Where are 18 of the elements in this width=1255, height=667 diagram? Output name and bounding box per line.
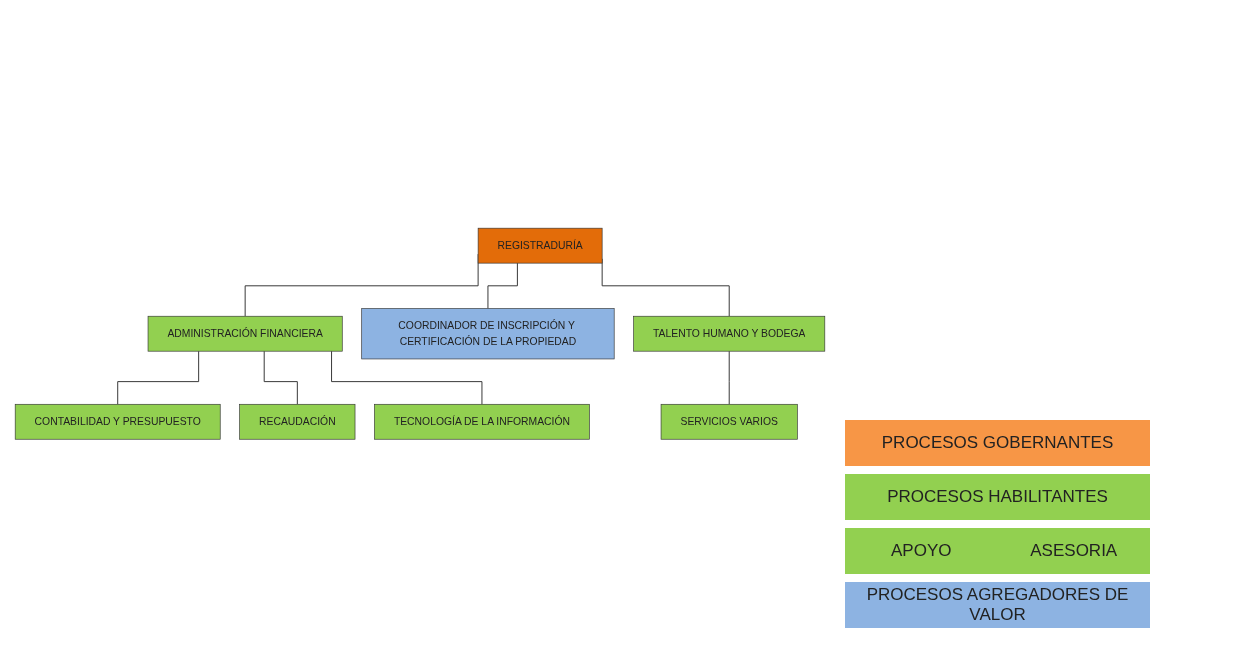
connector [331, 350, 483, 405]
node-box: REGISTRADURÍA [477, 227, 603, 264]
legend-swatch: PROCESOS HABILITANTES [845, 474, 1150, 520]
connector [487, 262, 518, 309]
connector [728, 350, 730, 405]
legend-swatch: APOYO [845, 528, 998, 574]
legend-swatch: ASESORIA [997, 528, 1150, 574]
node-box: RECAUDACIÓN [239, 403, 356, 440]
connector [263, 350, 298, 405]
node-box: ADMINISTRACIÓN FINANCIERA [147, 315, 343, 352]
node-box: CONTABILIDAD Y PRESUPUESTO [14, 403, 221, 440]
node-box: TECNOLOGÍA DE LA INFORMACIÓN [374, 403, 590, 440]
connector [117, 350, 200, 405]
legend-swatch: PROCESOS AGREGADORES DE VALOR [845, 582, 1150, 628]
legend-swatch: PROCESOS GOBERNANTES [845, 420, 1150, 466]
node-box: TALENTO HUMANO Y BODEGA [633, 315, 826, 352]
node-box: SERVICIOS VARIOS [660, 403, 798, 440]
node-box: COORDINADOR DE INSCRIPCIÓN Y CERTIFICACIÓN DE LA PROPIEDAD [361, 307, 615, 360]
